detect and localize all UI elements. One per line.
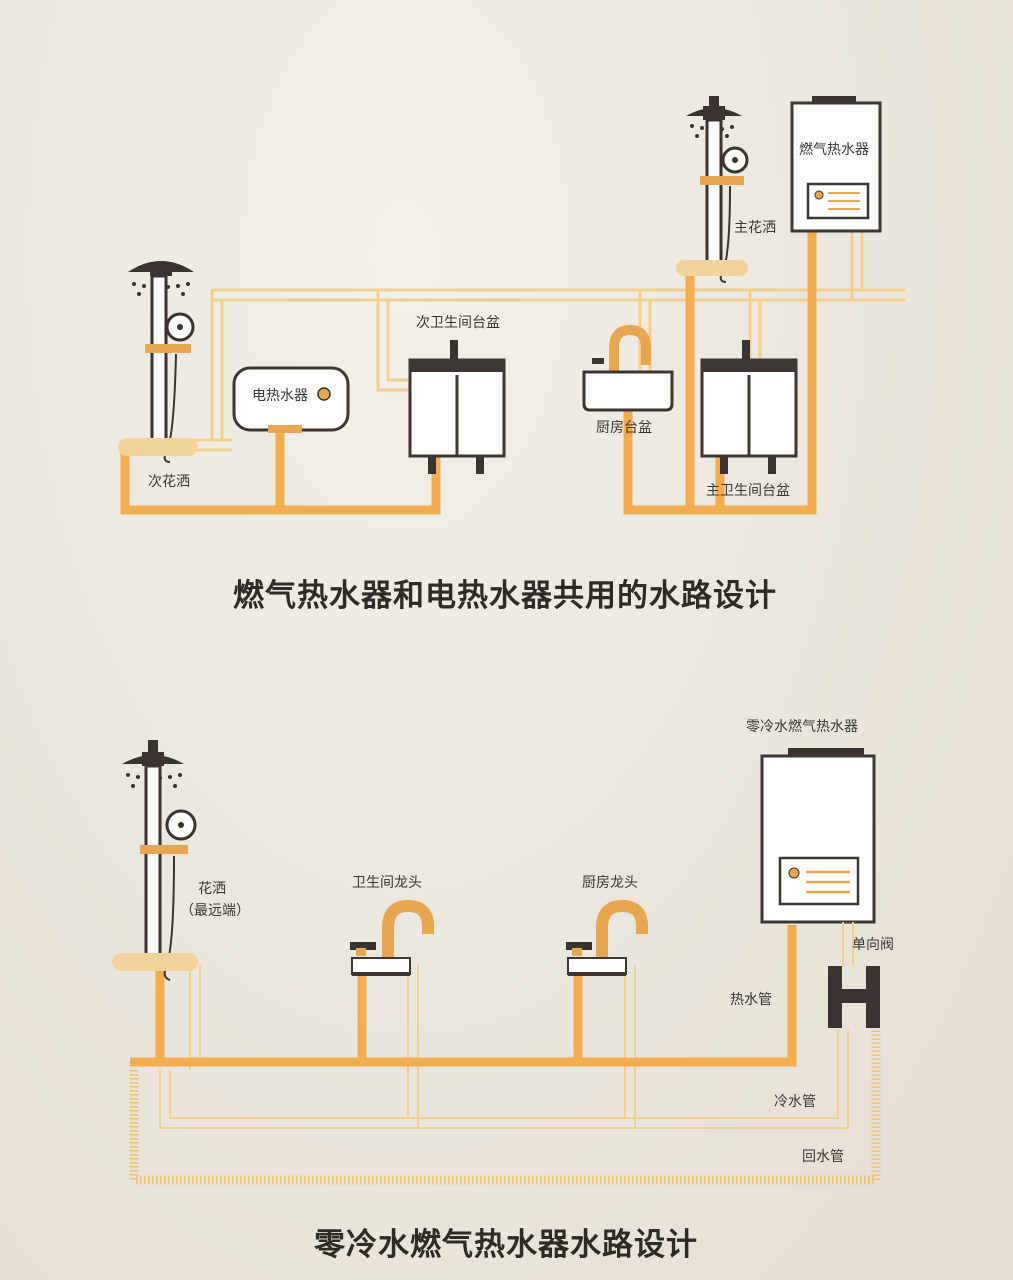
return-pipe-label: 回水管 [802, 1149, 844, 1165]
cold-pipe-network [159, 965, 849, 1129]
main-basin-label: 主卫生间台盆 [706, 483, 790, 499]
secondary-bathroom-basin: 次卫生间台盆 [408, 315, 506, 474]
shower-label-line2: （最远端） [180, 903, 250, 919]
kitchen-tap-label: 厨房龙头 [582, 875, 638, 891]
gas-heater-label: 燃气热水器 [799, 141, 869, 158]
main-shower: 主花洒 [676, 96, 776, 283]
diagram2-title: 零冷水燃气热水器水路设计 [314, 1227, 698, 1263]
secondary-shower: 次花洒 [118, 261, 198, 490]
kitchen-tap: 厨房龙头 [566, 875, 648, 976]
zero-cold-gas-heater: 零冷水燃气热水器 [746, 718, 876, 924]
main-bathroom-basin: 主卫生间台盆 [700, 340, 798, 499]
hot-pipe [130, 925, 797, 1067]
check-valve: 单向阀 [828, 922, 894, 1028]
secondary-basin-label: 次卫生间台盆 [416, 315, 500, 331]
diagram-zero-cold-water: 花洒 （最远端） 卫生间龙头 厨房龙头 零冷水 [112, 718, 894, 1263]
hot-pipe-label: 热水管 [730, 992, 772, 1008]
gas-water-heater: 燃气热水器 [790, 96, 882, 233]
electric-water-heater: 电热水器 [232, 366, 350, 433]
bathroom-tap-label: 卫生间龙头 [352, 875, 422, 891]
zero-cold-heater-label: 零冷水燃气热水器 [746, 718, 858, 735]
cold-pipe-label: 冷水管 [774, 1094, 816, 1110]
diagram1-title: 燃气热水器和电热水器共用的水路设计 [233, 578, 777, 614]
diagram-shared-heaters: 次花洒 电热水器 次卫生间台盆 厨房台盆 [118, 96, 905, 614]
electric-heater-label: 电热水器 [252, 388, 308, 404]
main-shower-label: 主花洒 [734, 220, 776, 236]
furthest-shower: 花洒 （最远端） [112, 740, 250, 981]
kitchen-basin: 厨房台盆 [582, 324, 674, 436]
secondary-shower-label: 次花洒 [148, 474, 190, 490]
bathroom-tap: 卫生间龙头 [350, 875, 434, 976]
shower-label-line1: 花洒 [198, 881, 226, 897]
check-valve-label: 单向阀 [852, 937, 894, 953]
cold-water-network [180, 230, 905, 452]
kitchen-basin-label: 厨房台盆 [596, 420, 652, 436]
return-pipe [129, 1030, 881, 1185]
